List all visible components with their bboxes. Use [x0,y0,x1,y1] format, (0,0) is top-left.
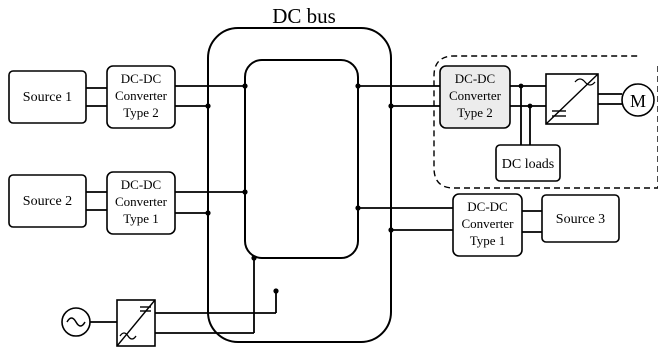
motor-icon [621,83,655,117]
converter-1-line-2: Converter [115,88,168,103]
converter-2-line-2: Converter [115,194,168,209]
converter-3-box [439,65,511,129]
dc-loads-box [495,144,561,182]
source-3-box [541,194,620,243]
source-1-box [8,70,87,124]
dc-ac-inverter-icon [545,73,599,125]
source-1-label: Source 1 [23,90,72,105]
junction-dot [205,103,211,109]
dc-bus-inner [244,59,359,259]
junction-dot [388,103,394,109]
converter-3-line-3: Type 2 [457,105,493,120]
junction-dot [242,189,248,195]
ac-glyph [119,332,137,340]
ac-dc-rectifier-icon [116,299,156,347]
junction-dot [273,288,279,294]
motor-label: M [630,91,646,111]
converter-3-line-2: Converter [449,88,502,103]
converter-2-line-3: Type 1 [123,211,159,226]
converter-4-line-2: Converter [462,216,515,231]
converter-1-box [106,65,176,129]
converter-1-line-3: Type 2 [123,105,159,120]
source-2-label: Source 2 [23,194,72,209]
converter-4-line-1: DC-DC [467,199,507,214]
converter-3-line-1: DC-DC [455,71,495,86]
source-3-label: Source 3 [556,212,605,227]
dc-loads-label: DC loads [502,157,555,172]
junction-dot [205,210,211,216]
junction-dot [242,83,248,89]
junction-dot [251,255,257,261]
converter-4-box [452,193,523,257]
motor-load-group-outline [433,55,658,189]
converter-2-line-1: DC-DC [121,177,161,192]
junction-dot [388,227,394,233]
converter-2-box [106,171,176,235]
junction-dot [355,83,361,89]
ac-wave-glyph [66,317,86,327]
source-2-box [8,174,87,228]
junction-dot [355,205,361,211]
converter-1-line-1: DC-DC [121,71,161,86]
converter-4-line-3: Type 1 [470,233,506,248]
ac-glyph [574,78,596,86]
dc-bus-title: DC bus [272,4,336,28]
